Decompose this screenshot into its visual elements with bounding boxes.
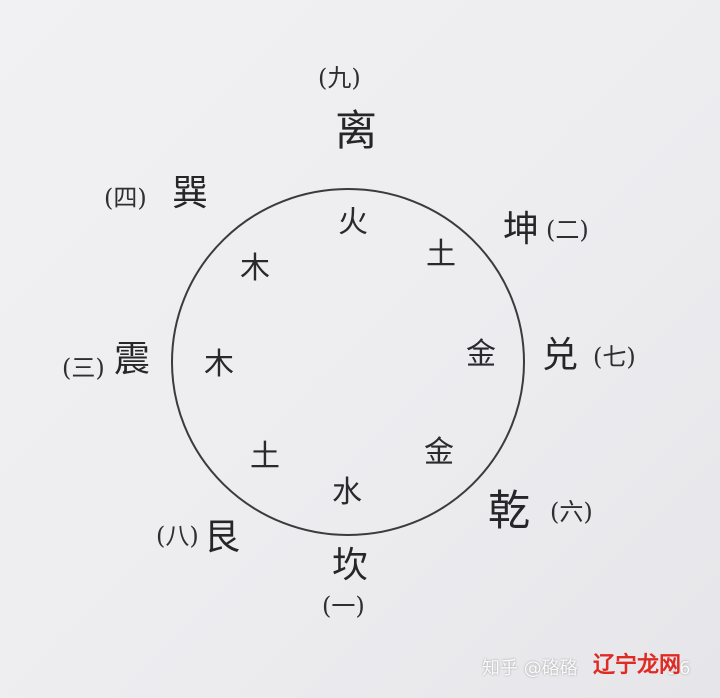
trigram-dui-number: (七) [593,343,636,371]
element-southeast-wood: 木 [240,251,270,286]
trigram-kun-number: (二) [546,216,589,244]
trigram-qian-number: (六) [550,498,593,526]
element-west-metal: 金 [466,337,496,372]
trigram-xun-number: (四) [104,184,147,212]
trigram-xun-name: 巽 [172,173,209,214]
trigram-kan-number: (一) [322,592,365,620]
trigram-zhen-name: 震 [114,339,151,380]
watermark-stamp: 辽宁龙网 [593,653,682,678]
trigram-dui-name: 兑 [542,335,579,376]
trigram-li-name: 离 [335,106,378,155]
trigram-gen-name: 艮 [204,517,241,558]
trigram-gen-number: (八) [156,522,199,550]
element-northeast-earth: 土 [250,439,280,474]
trigram-kun-name: 坤 [503,209,540,250]
trigram-li-number: (九) [318,64,361,92]
element-northwest-metal: 金 [424,435,454,470]
trigram-zhen-number: (三) [62,354,105,382]
trigram-qian-name: 乾 [488,486,531,535]
element-north-water: 水 [332,475,362,510]
element-east-wood: 木 [204,347,234,382]
trigram-kan-name: 坎 [332,545,369,586]
element-south-fire: 火 [338,205,368,240]
element-southwest-earth: 土 [426,237,456,272]
